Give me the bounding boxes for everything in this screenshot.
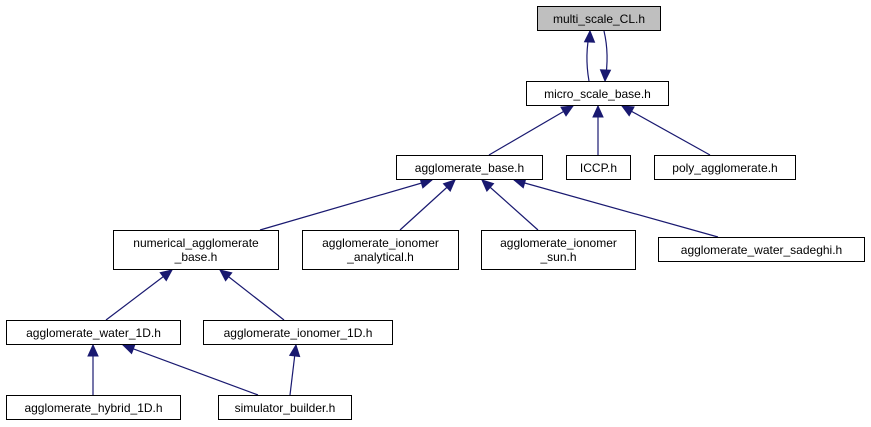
node-agglomerate-ionomer-analytical[interactable]: agglomerate_ionomer _analytical.h xyxy=(302,230,459,270)
edge-agglomerate-ionomer-analytical-to-agglomerate-base xyxy=(399,179,456,231)
node-poly-agglomerate[interactable]: poly_agglomerate.h xyxy=(654,155,796,180)
node-agglomerate-ionomer-sun[interactable]: agglomerate_ionomer _sun.h xyxy=(481,230,636,270)
node-agglomerate-ionomer-1d[interactable]: agglomerate_ionomer_1D.h xyxy=(203,320,393,345)
edge-agglomerate-ionomer-analytical-to-agglomerate-base-arrowhead xyxy=(442,179,456,193)
edge-agglomerate-ionomer-1d-to-numerical-agglomerate-base xyxy=(219,269,285,321)
node-numerical-agglomerate-base[interactable]: numerical_agglomerate _base.h xyxy=(113,230,279,270)
edge-agglomerate-base-to-micro-scale-base xyxy=(488,105,574,156)
edge-agglomerate-hybrid-1d-to-agglomerate-water-1d-arrowhead xyxy=(87,343,99,357)
node-micro-scale-base[interactable]: micro_scale_base.h xyxy=(526,81,669,106)
edge-agglomerate-water-1d-to-numerical-agglomerate-base xyxy=(105,269,173,321)
edge-simulator-builder-to-agglomerate-ionomer-1d-arrowhead xyxy=(288,343,301,358)
edge-agglomerate-water-1d-to-numerical-agglomerate-base-arrowhead xyxy=(159,269,173,282)
edge-agglomerate-ionomer-sun-to-agglomerate-base xyxy=(481,179,539,231)
edge-agglomerate-ionomer-sun-to-agglomerate-base-arrowhead xyxy=(481,179,495,192)
node-iccp[interactable]: ICCP.h xyxy=(566,155,631,180)
edge-agglomerate-base-to-micro-scale-base-arrowhead xyxy=(560,105,575,117)
node-agglomerate-base[interactable]: agglomerate_base.h xyxy=(396,155,543,180)
node-agglomerate-water-1d[interactable]: agglomerate_water_1D.h xyxy=(6,320,181,345)
edge-numerical-agglomerate-base-to-agglomerate-base xyxy=(259,179,433,231)
edge-poly-agglomerate-to-micro-scale-base-arrowhead xyxy=(620,105,635,117)
edge-agglomerate-water-sadeghi-to-agglomerate-base xyxy=(513,179,719,238)
node-agglomerate-water-sadeghi[interactable]: agglomerate_water_sadeghi.h xyxy=(658,237,865,262)
edge-micro-scale-base-to-multi-scale-cl-arrowhead xyxy=(583,29,596,43)
edge-agglomerate-ionomer-1d-to-numerical-agglomerate-base-arrowhead xyxy=(219,269,233,282)
edge-simulator-builder-to-agglomerate-water-1d-arrowhead xyxy=(121,343,136,355)
edge-iccp-to-micro-scale-base-arrowhead xyxy=(592,104,604,118)
edge-poly-agglomerate-to-micro-scale-base xyxy=(621,105,711,156)
node-agglomerate-hybrid-1d[interactable]: agglomerate_hybrid_1D.h xyxy=(6,395,181,420)
edge-simulator-builder-to-agglomerate-water-1d xyxy=(122,344,259,396)
edge-multi-scale-cl-to-micro-scale-base-arrowhead xyxy=(599,69,612,83)
node-multi-scale-cl: multi_scale_CL.h xyxy=(537,6,661,31)
node-simulator-builder[interactable]: simulator_builder.h xyxy=(218,395,352,420)
